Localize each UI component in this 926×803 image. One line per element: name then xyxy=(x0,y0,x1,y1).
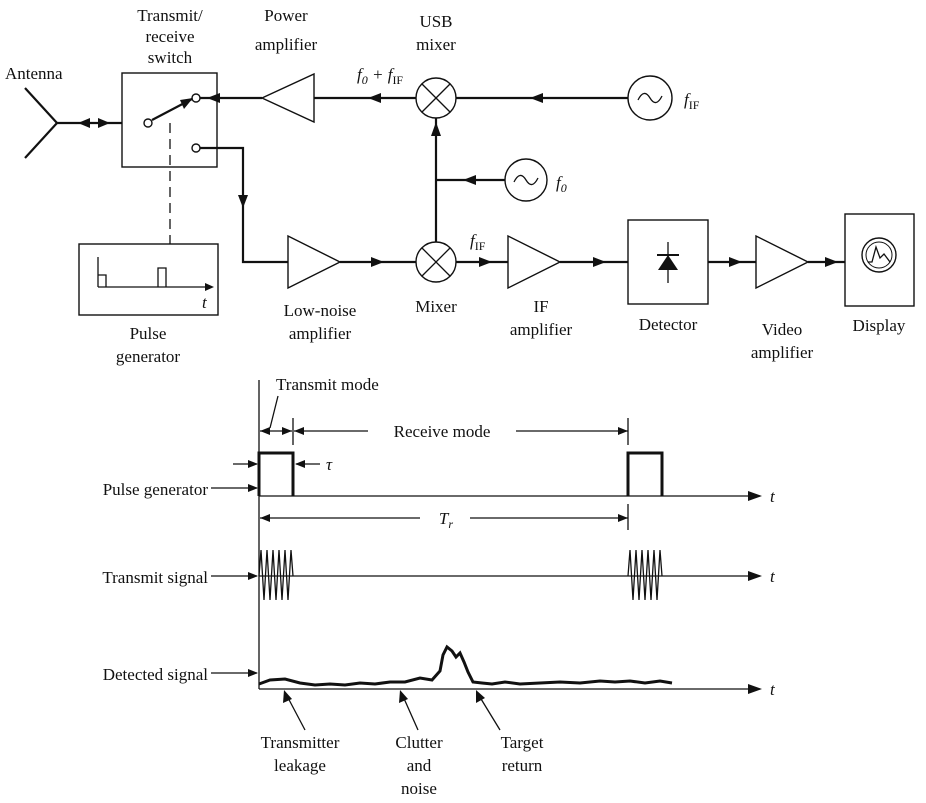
arrow-tx-mode-left xyxy=(260,427,270,435)
clutter-label-3: noise xyxy=(401,779,437,798)
leakage-label-2: leakage xyxy=(274,756,326,775)
pulse-gen-label-1: Pulse xyxy=(130,324,167,343)
tr-label: Tr xyxy=(439,509,453,531)
f-if-label: fIF xyxy=(470,231,486,253)
tr-switch-box xyxy=(121,72,218,168)
video-amp-label-1: Video xyxy=(762,320,803,339)
arrow-tau-left xyxy=(248,460,258,468)
display-label: Display xyxy=(853,316,906,335)
detected-signal-trace xyxy=(258,644,673,687)
clutter-label-1: Clutter xyxy=(395,733,443,752)
video-amp-label-2: amplifier xyxy=(751,343,814,362)
mixer-symbol xyxy=(415,241,457,283)
detected-axis-arrow xyxy=(748,684,762,694)
pulse-axis-t: t xyxy=(770,487,776,506)
target-label-2: return xyxy=(502,756,543,775)
f-if-source-label: fIF xyxy=(684,90,700,112)
antenna-label: Antenna xyxy=(5,64,63,83)
arrow-mixer-to-if xyxy=(479,257,492,267)
usb-mixer-label-2: mixer xyxy=(416,35,456,54)
detected-axis-t: t xyxy=(770,680,776,699)
leakage-arrow xyxy=(283,690,292,703)
arrow-row-transmit xyxy=(248,572,258,580)
tr-switch-label-3: switch xyxy=(148,48,193,67)
pulse-gen-t-label: t xyxy=(202,293,208,312)
arrow-detector-to-video xyxy=(729,257,742,267)
pulse-generator-box xyxy=(78,243,219,316)
mixer-label: Mixer xyxy=(415,297,457,316)
power-amp-label-2: amplifier xyxy=(255,35,318,54)
arrow-lo-branch xyxy=(463,175,476,185)
arrow-rx-down xyxy=(238,195,248,208)
arrow-if-to-detector xyxy=(593,257,606,267)
arrow-tr-left xyxy=(260,514,270,522)
if-oscillator-symbol xyxy=(627,75,673,121)
tr-switch-label-2: receive xyxy=(145,27,194,46)
arrow-video-to-display xyxy=(825,257,838,267)
pulse-axis-arrow xyxy=(748,491,762,501)
arrow-into-switch xyxy=(207,93,220,103)
power-amp-label-1: Power xyxy=(264,6,308,25)
diode-icon xyxy=(657,242,679,283)
leakage-label-1: Transmitter xyxy=(261,733,340,752)
switch-tx-terminal xyxy=(191,93,201,103)
f0-source-label: f0 xyxy=(556,173,567,195)
tr-switch-label-1: Transmit/ xyxy=(137,6,203,25)
arrow-tx-mode-right xyxy=(282,427,292,435)
transmit-burst-2 xyxy=(627,549,663,601)
arrow-row-detected xyxy=(248,669,258,677)
sum-frequency-label: f0 + fIF xyxy=(357,65,403,87)
switch-common-terminal xyxy=(143,118,153,128)
pulse-gen-label-2: generator xyxy=(116,347,181,366)
target-arrow xyxy=(476,690,485,703)
row-label-pulse-generator: Pulse generator xyxy=(103,480,209,499)
display-screen-icon xyxy=(861,237,897,273)
arrow-if-to-usb xyxy=(530,93,543,103)
if-amp-label-1: IF xyxy=(533,297,548,316)
switch-blade-arrow xyxy=(180,98,193,109)
row-label-detected-signal: Detected signal xyxy=(103,665,209,684)
arrow-from-antenna xyxy=(98,118,110,128)
pulse-generator-waveform-icon xyxy=(97,257,214,291)
transmit-mode-label: Transmit mode xyxy=(276,375,379,394)
arrow-to-pa xyxy=(368,93,381,103)
arrow-rx-mode-right xyxy=(618,427,628,435)
clutter-label-2: and xyxy=(407,756,432,775)
lna-label-2: amplifier xyxy=(289,324,352,343)
receive-mode-label: Receive mode xyxy=(394,422,491,441)
lo-oscillator-symbol xyxy=(504,158,548,202)
usb-mixer-symbol xyxy=(415,77,457,119)
lna-triangle xyxy=(287,234,342,290)
arrow-rx-mode-left xyxy=(294,427,304,435)
transmit-mode-leader xyxy=(269,395,279,429)
antenna-symbol xyxy=(24,87,58,159)
tau-label: τ xyxy=(326,455,333,474)
arrow-lna-to-mixer xyxy=(371,257,384,267)
usb-mixer-label-1: USB xyxy=(419,12,452,31)
arrow-row-pulse xyxy=(248,484,258,492)
lna-label-1: Low-noise xyxy=(284,301,357,320)
arrow-tau-right xyxy=(295,460,305,468)
detector-label: Detector xyxy=(639,315,698,334)
arrow-tr-right xyxy=(618,514,628,522)
clutter-arrow xyxy=(399,690,408,703)
target-pointer xyxy=(477,693,501,731)
target-label-1: Target xyxy=(501,733,544,752)
arrow-to-antenna xyxy=(78,118,90,128)
transmit-axis-arrow xyxy=(748,571,762,581)
transmit-axis-t: t xyxy=(770,567,776,586)
video-amplifier-triangle xyxy=(755,234,810,290)
transmit-burst-1 xyxy=(258,549,294,601)
pulse-1 xyxy=(257,451,295,496)
if-amplifier-triangle xyxy=(507,234,562,290)
row-label-transmit-signal: Transmit signal xyxy=(102,568,208,587)
power-amplifier-triangle xyxy=(260,72,315,124)
if-amp-label-2: amplifier xyxy=(510,320,573,339)
switch-rx-terminal xyxy=(191,143,201,153)
arrow-lo-up xyxy=(431,122,441,136)
pulse-2 xyxy=(626,451,664,496)
